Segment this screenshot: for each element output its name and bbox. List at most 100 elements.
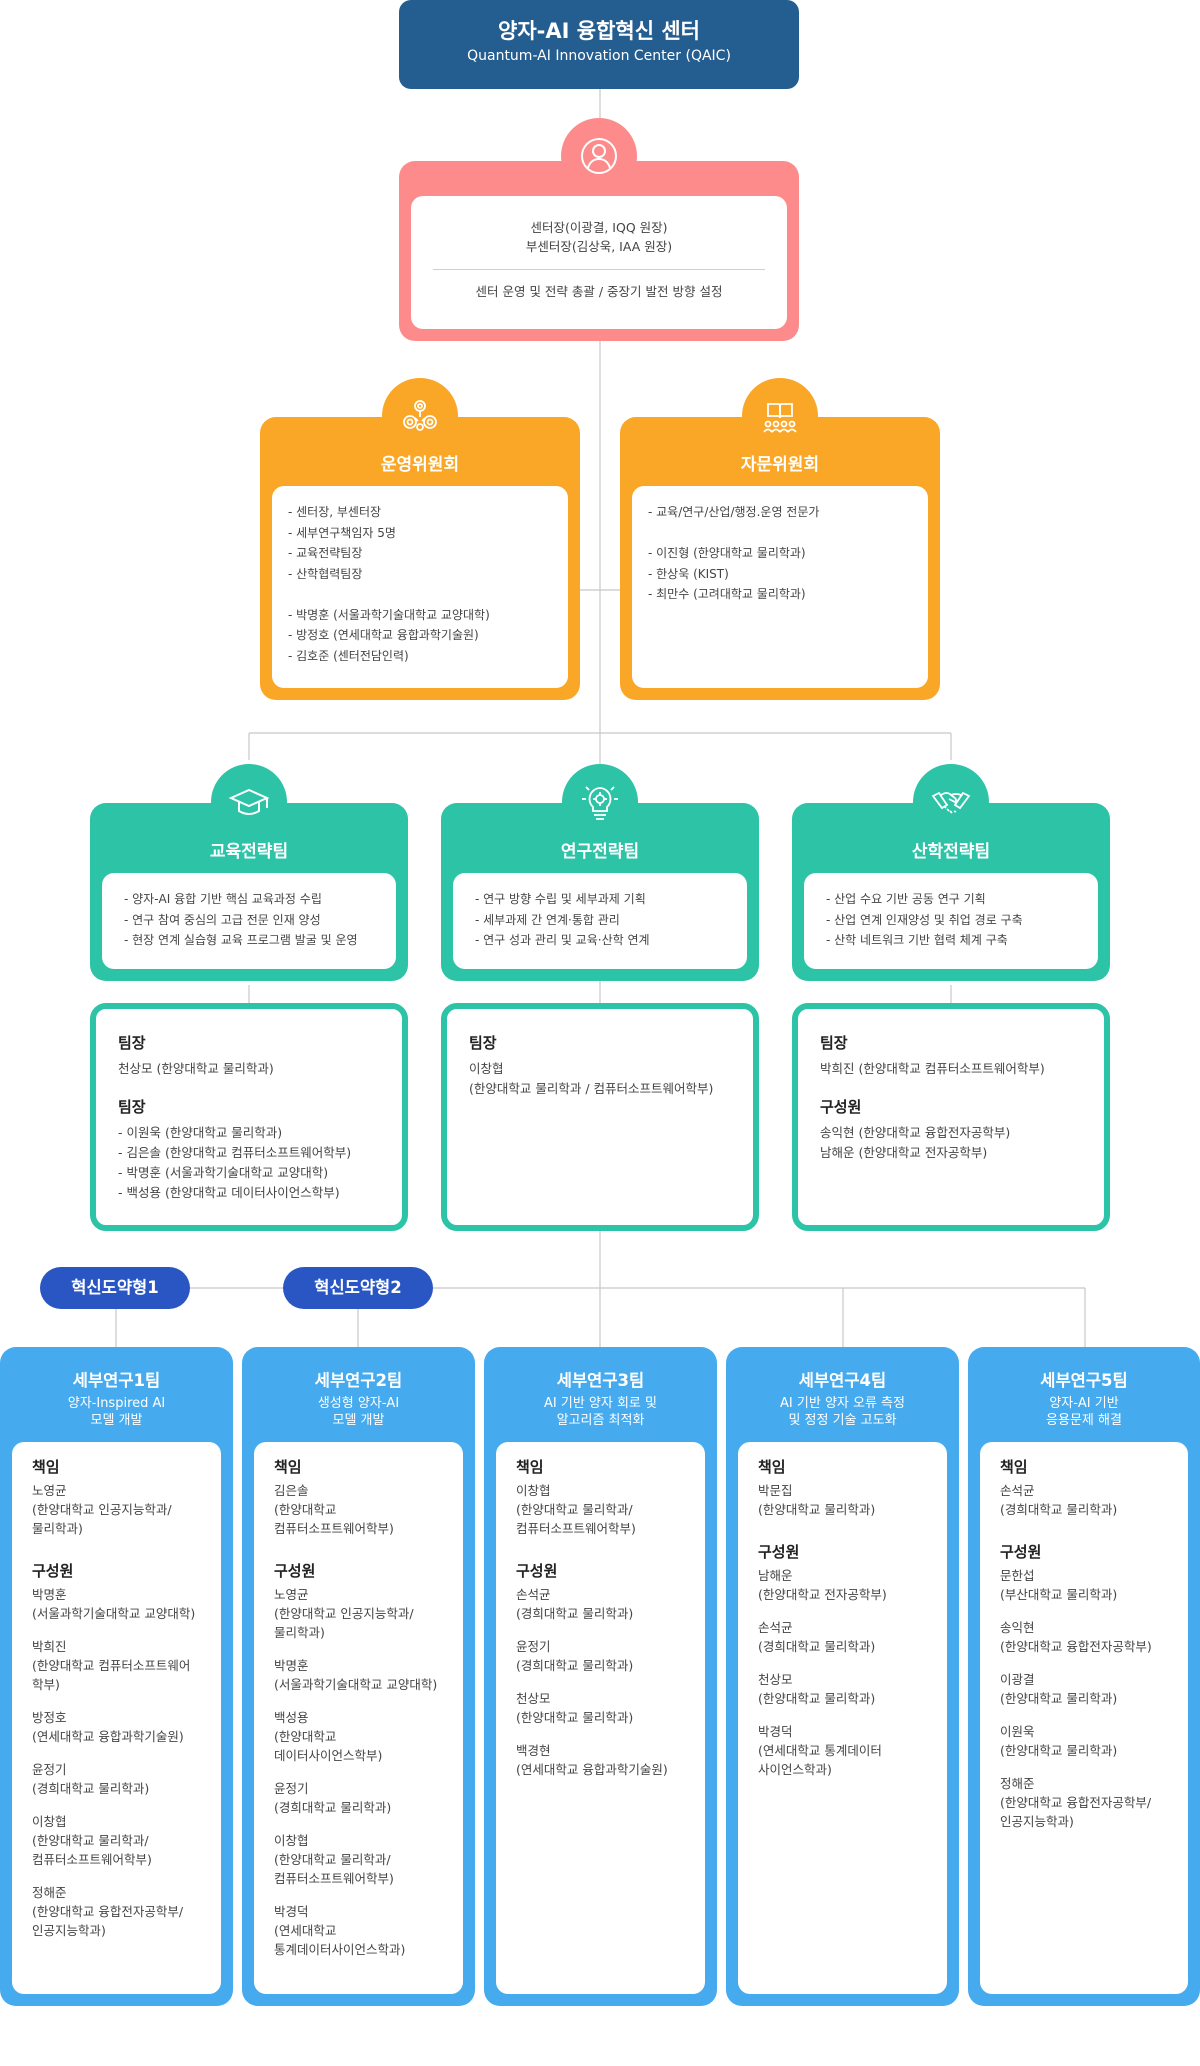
innovation-type-1-label: 혁신도약형1 (40, 1267, 190, 1309)
person-affiliation: 컴퓨터소프트웨어학부) (274, 1521, 394, 1536)
person-name: 이창협 (274, 1833, 309, 1848)
team-duty: - 산업 수요 기반 공동 연구 기획 (826, 892, 986, 906)
person-name: 윤정기 (32, 1762, 67, 1777)
member-entry: 이원욱 (한양대학교 물리학과) (1000, 1722, 1168, 1760)
member-entry: 이창협 (한양대학교 물리학과/ 컴퓨터소프트웨어학부) (274, 1831, 443, 1888)
subteam-desc-line: 양자-AI 기반 (1049, 1396, 1119, 1411)
member-heading: 팀장 (820, 1034, 848, 1052)
member-entry: - 박명훈 (서울과학기술대학교 교양대학) (118, 1165, 329, 1180)
subteam-desc-line: 응용문제 해결 (1046, 1413, 1122, 1428)
person-name: 박명훈 (274, 1658, 309, 1673)
subteam-roster: 책임 이창협 (한양대학교 물리학과/ 컴퓨터소프트웨어학부) 구성원 손석균 … (496, 1442, 705, 1994)
committee-operations: 운영위원회 - 센터장, 부센터장 - 세부연구책임자 5명 - 교육전략팀장 … (260, 417, 580, 700)
director-role: 센터 운영 및 전략 총괄 / 중장기 발전 방향 설정 (475, 284, 723, 299)
person-name: 박문집 (758, 1483, 793, 1498)
section-spacer (516, 1552, 685, 1562)
subteam-description: 생성형 양자-AI 모델 개발 (242, 1395, 475, 1429)
director-box: 센터장(이광결, IQQ 원장) 부센터장(김상욱, IAA 원장) 센터 운영… (399, 161, 799, 341)
person-name: 윤정기 (274, 1781, 309, 1796)
section-spacer (1000, 1533, 1168, 1543)
person-affiliation: (한양대학교 컴퓨터소프트웨어 (32, 1658, 191, 1673)
member-entry: 윤정기 (경희대학교 물리학과) (32, 1760, 201, 1798)
committee-item: - 교육/연구/산업/행정.운영 전문가 (648, 505, 820, 519)
center-title-box: 양자-AI 융합혁신 센터 Quantum-AI Innovation Cent… (399, 0, 799, 89)
person-name: 박경덕 (274, 1904, 309, 1919)
person-affiliation: (한양대학교 (274, 1502, 337, 1517)
lead-heading: 책임 (516, 1458, 544, 1476)
subteam-desc-line: 모델 개발 (90, 1413, 143, 1428)
person-affiliation: 물리학과) (274, 1625, 325, 1640)
members-heading: 구성원 (274, 1562, 316, 1580)
person-name: 노영균 (32, 1483, 67, 1498)
team-research-members: 팀장 이창협 (한양대학교 물리학과 / 컴퓨터소프트웨어학부) (441, 1003, 759, 1231)
lead-heading: 책임 (274, 1458, 302, 1476)
member-entry: 천상모 (한양대학교 물리학과) (758, 1670, 927, 1708)
subteam-roster: 책임 노영균 (한양대학교 인공지능학과/ 물리학과) 구성원 박명훈 (서울과… (12, 1442, 221, 1994)
lead-heading: 책임 (1000, 1458, 1028, 1476)
member-entry: 박명훈 (서울과학기술대학교 교양대학) (274, 1656, 443, 1694)
person-affiliation: (한양대학교 물리학과) (758, 1502, 876, 1517)
person-name: 박희진 (32, 1639, 67, 1654)
person-affiliation: (경희대학교 물리학과) (1000, 1502, 1118, 1517)
member-entry: 정해준 (한양대학교 융합전자공학부/ 인공지능학과) (1000, 1774, 1168, 1831)
person-affiliation: (한양대학교 물리학과) (758, 1691, 876, 1706)
person-name: 송익현 (1000, 1620, 1035, 1635)
team-duty: - 세부과제 간 연계·통합 관리 (475, 912, 620, 927)
lead-heading: 책임 (758, 1458, 786, 1476)
members-heading: 구성원 (516, 1562, 558, 1580)
person-name: 남해운 (758, 1568, 793, 1583)
subteam-roster: 책임 김은솔 (한양대학교 컴퓨터소프트웨어학부) 구성원 노영균 (한양대학교… (254, 1442, 463, 1994)
person-affiliation: (부산대학교 물리학과) (1000, 1587, 1118, 1602)
person-affiliation: 컴퓨터소프트웨어학부) (516, 1521, 636, 1536)
committee-item: - 세부연구책임자 5명 (288, 525, 396, 540)
person-affiliation: (경희대학교 물리학과) (758, 1639, 876, 1654)
person-name: 이창협 (516, 1483, 551, 1498)
gears-icon (382, 378, 458, 454)
subteam-roster: 책임 박문집 (한양대학교 물리학과) 구성원 남해운 (한양대학교 전자공학부… (738, 1442, 947, 1994)
subteam-3: 세부연구3팀 AI 기반 양자 회로 및 알고리즘 최적화 책임 이창협 (한양… (484, 1347, 717, 2006)
member-heading: 팀장 (118, 1098, 146, 1116)
center-title: 양자-AI 융합혁신 센터 (498, 19, 700, 43)
member-entry: - 김은솔 (한양대학교 컴퓨터소프트웨어학부) (118, 1145, 352, 1160)
member-entry: 송익현 (한양대학교 융합전자공학부) (1000, 1618, 1168, 1656)
team-duties: - 연구 방향 수립 및 세부과제 기획 - 세부과제 간 연계·통합 관리 -… (453, 873, 747, 969)
subteam-desc-line: 알고리즘 최적화 (556, 1413, 645, 1428)
subteam-title: 세부연구5팀 (1040, 1371, 1128, 1390)
subteam-description: AI 기반 양자 회로 및 알고리즘 최적화 (484, 1395, 717, 1429)
team-education-members: 팀장 천상모 (한양대학교 물리학과) 팀장 - 이원욱 (한양대학교 물리학과… (90, 1003, 408, 1231)
members-heading: 구성원 (1000, 1543, 1042, 1561)
lead-heading: 책임 (32, 1458, 60, 1476)
person-affiliation: (경희대학교 물리학과) (516, 1606, 634, 1621)
person-affiliation: 데이터사이언스학부) (274, 1748, 383, 1763)
person-name: 천상모 (516, 1691, 551, 1706)
person-name: 천상모 (758, 1672, 793, 1687)
committee-item: - 박명훈 (서울과학기술대학교 교양대학) (288, 607, 490, 622)
person-name: 박경덕 (758, 1724, 793, 1739)
book-people-icon (742, 378, 818, 454)
member-entry: - 이원욱 (한양대학교 물리학과) (118, 1125, 283, 1140)
lightbulb-gear-icon (562, 764, 638, 840)
committee-spacer (648, 523, 912, 544)
subteam-5: 세부연구5팀 양자-AI 기반 응용문제 해결 책임 손석균 (경희대학교 물리… (968, 1347, 1200, 2006)
team-duty: - 양자-AI 융합 기반 핵심 교육과정 수립 (124, 892, 322, 906)
subteam-description: 양자-AI 기반 응용문제 해결 (968, 1395, 1200, 1429)
subteam-desc-line: 및 정정 기술 고도화 (788, 1413, 897, 1428)
committee-item: - 교육전략팀장 (288, 546, 363, 560)
person-affiliation: 통계데이터사이언스학과) (274, 1942, 406, 1957)
subteam-1: 세부연구1팀 양자-Inspired AI 모델 개발 책임 노영균 (한양대학… (0, 1347, 233, 2006)
person-affiliation: 사이언스학과) (758, 1762, 832, 1777)
member-entry: 박희진 (한양대학교 컴퓨터소프트웨어학부) (820, 1061, 1045, 1076)
member-entry: 박경덕 (연세대학교 통계데이터 사이언스학과) (758, 1722, 927, 1779)
person-affiliation: (경희대학교 물리학과) (32, 1781, 150, 1796)
member-entry: 윤정기 (경희대학교 물리학과) (516, 1637, 685, 1675)
person-affiliation: (한양대학교 융합전자공학부) (1000, 1639, 1152, 1654)
member-entry: 정해준 (한양대학교 융합전자공학부/ 인공지능학과) (32, 1883, 201, 1940)
member-entry: 박경덕 (연세대학교 통계데이터사이언스학과) (274, 1902, 443, 1959)
subteam-roster: 책임 손석균 (경희대학교 물리학과) 구성원 문한섭 (부산대학교 물리학과)… (980, 1442, 1188, 1994)
member-entry: - 백성용 (한양대학교 데이터사이언스학부) (118, 1185, 340, 1200)
member-entry: 천상모 (한양대학교 물리학과) (118, 1061, 274, 1076)
lead-entry: 노영균 (한양대학교 인공지능학과/ 물리학과) (32, 1481, 201, 1538)
team-duty: - 산업 연계 인재양성 및 취업 경로 구축 (826, 912, 1023, 927)
person-name: 이광결 (1000, 1672, 1035, 1687)
member-entry: 윤정기 (경희대학교 물리학과) (274, 1779, 443, 1817)
